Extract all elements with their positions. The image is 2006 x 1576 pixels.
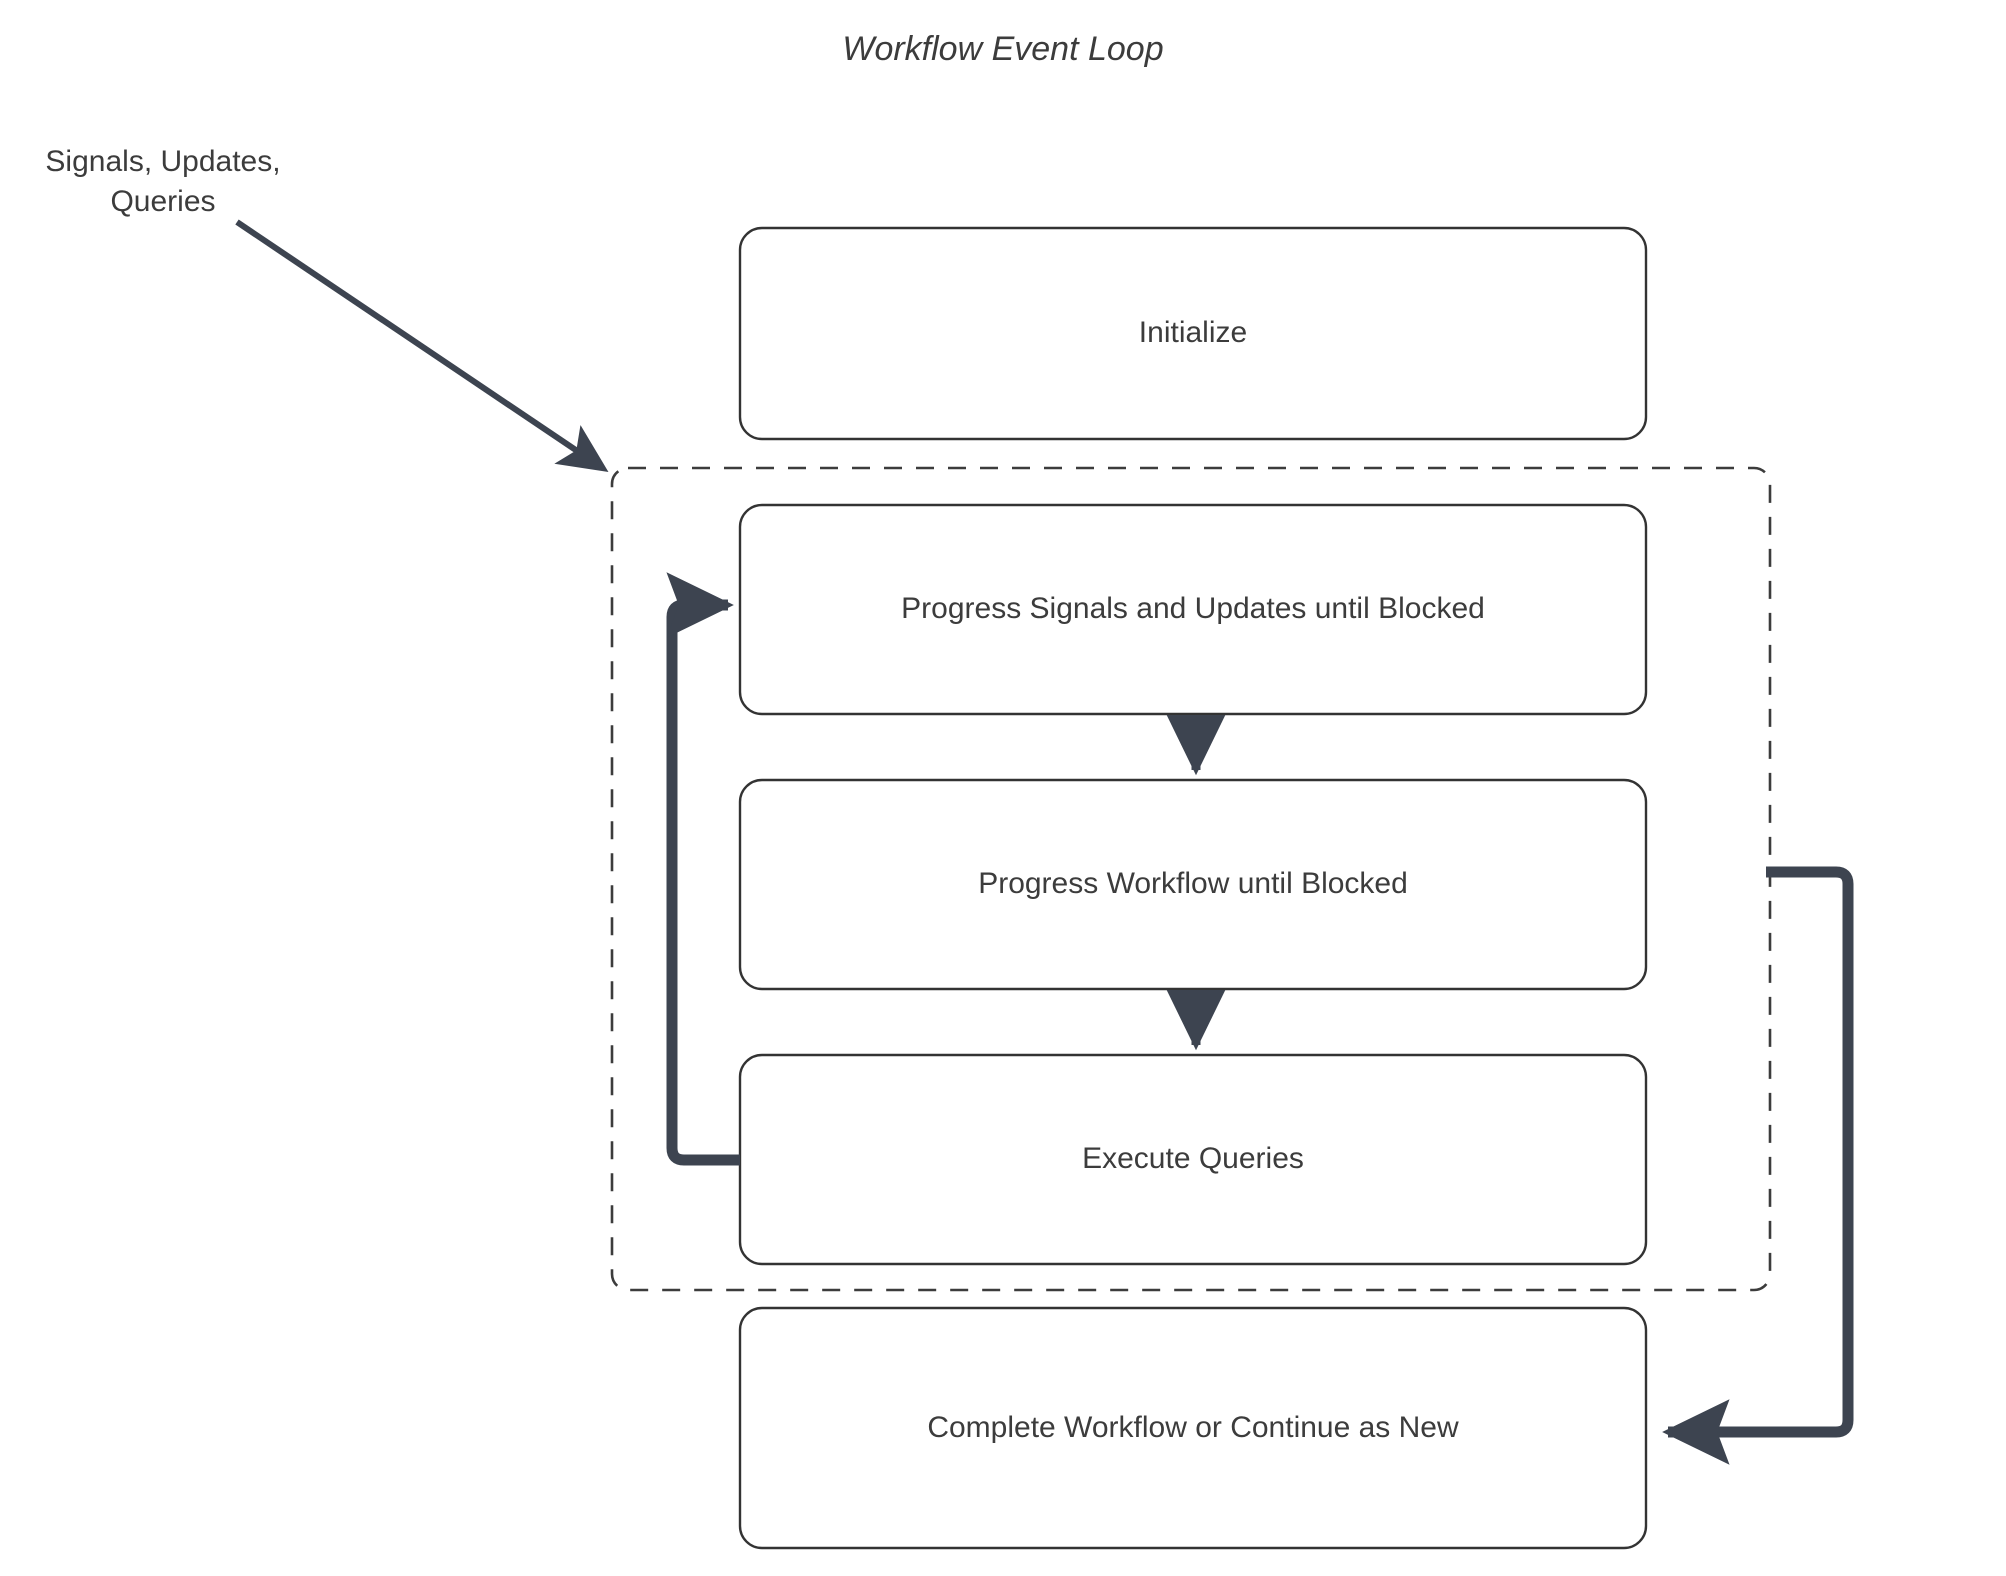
edge-signals-to-loop (235, 219, 609, 473)
node-box-progress-workflow[interactable] (738, 778, 1648, 991)
node-box-progress-signals[interactable] (738, 503, 1648, 716)
node-box-initialize[interactable] (738, 226, 1648, 441)
node-box-complete-workflow[interactable] (738, 1306, 1648, 1550)
node-box-execute-queries[interactable] (738, 1053, 1648, 1266)
loop-cluster-boundary (610, 466, 1772, 1292)
edge-loop-to-complete (1662, 866, 1854, 1465)
edge-label-signals-updates-queries: Signals, Updates, Queries (45, 145, 281, 218)
page-title: Workflow Event Loop (842, 30, 1164, 68)
edge-queries-loopback (666, 572, 740, 1166)
